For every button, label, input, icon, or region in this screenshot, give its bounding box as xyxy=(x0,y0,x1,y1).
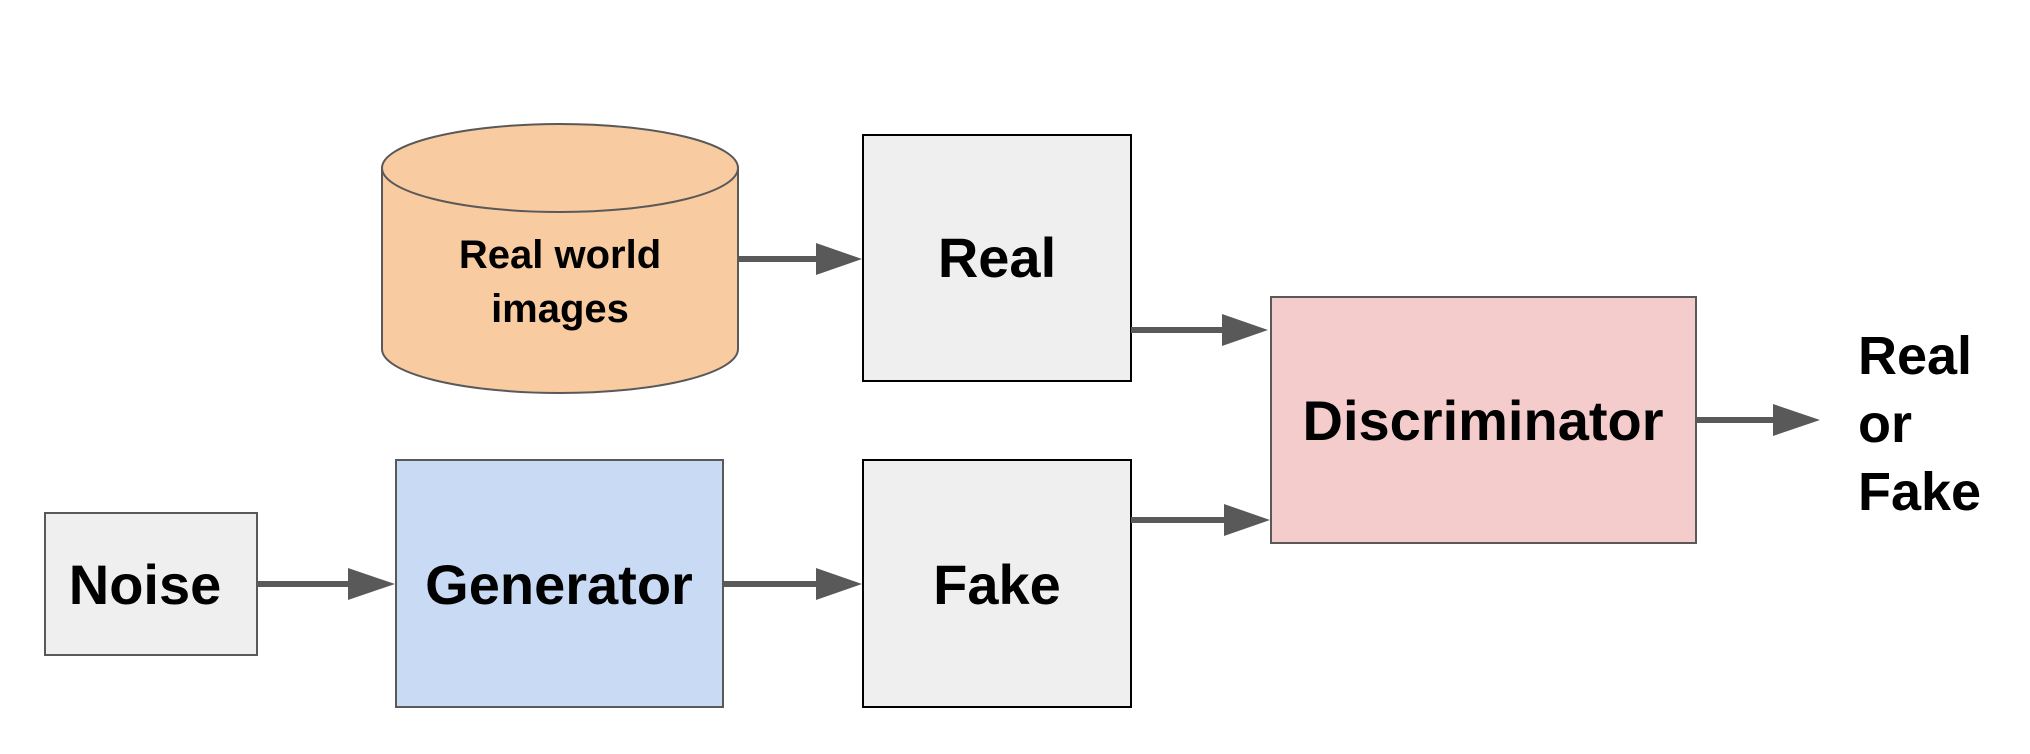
cylinder-label-line2: images xyxy=(491,287,629,331)
output-label-line1: Real xyxy=(1858,326,1972,386)
output-label-line3: Fake xyxy=(1858,462,1981,522)
cylinder-top xyxy=(381,123,739,213)
fake-box-rect xyxy=(862,459,1132,708)
discriminator-box-rect xyxy=(1270,296,1697,544)
output-label-line2: or xyxy=(1858,394,1912,454)
real-box: Real xyxy=(862,134,1132,382)
arrow-fake-to-discriminator xyxy=(1131,504,1270,536)
arrows xyxy=(257,243,1820,600)
noise-box-label: Noise xyxy=(69,553,222,616)
noise-box: Noise xyxy=(44,512,258,656)
discriminator-box-label: Discriminator xyxy=(1303,389,1664,452)
fake-box: Fake xyxy=(862,459,1132,708)
cylinder-label-line1: Real world xyxy=(459,233,661,277)
generator-box-label: Generator xyxy=(425,553,693,616)
discriminator-box: Discriminator xyxy=(1270,296,1697,544)
real-world-images-cylinder: Real world images xyxy=(381,123,739,394)
real-box-rect xyxy=(862,134,1132,382)
cylinder-body xyxy=(381,167,739,394)
generator-box-rect xyxy=(395,459,724,708)
generator-box: Generator xyxy=(395,459,724,708)
arrow-real-to-discriminator xyxy=(1131,314,1268,346)
noise-box-rect xyxy=(44,512,258,656)
fake-box-label: Fake xyxy=(933,553,1061,616)
arrow-images-to-real xyxy=(738,243,862,275)
output-label: Real or Fake xyxy=(1858,326,1981,522)
arrow-generator-to-fake xyxy=(723,568,862,600)
real-box-label: Real xyxy=(938,226,1056,289)
arrow-noise-to-generator xyxy=(257,568,395,600)
arrow-discriminator-to-output xyxy=(1696,404,1820,436)
